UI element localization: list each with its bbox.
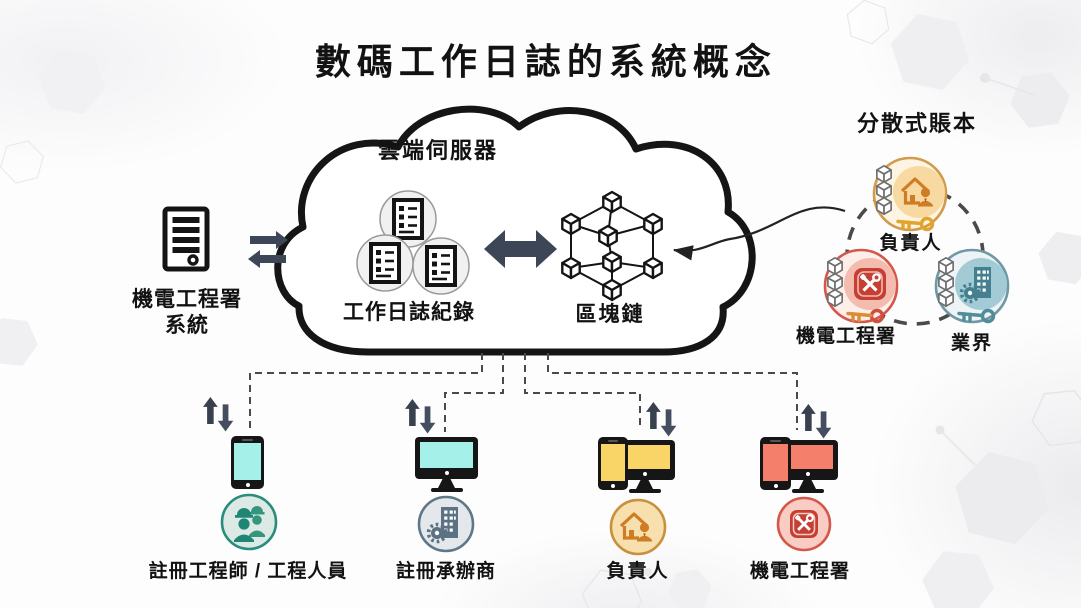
cloud-shape: [274, 105, 756, 356]
updown-arrows-icons: [203, 397, 832, 439]
curved-arrow: [672, 206, 846, 261]
updown-arrows-icon: [203, 397, 234, 432]
sync-arrows-icon: [248, 231, 288, 268]
house-person-key-icon: [876, 164, 935, 232]
ledger-node-industry: [934, 248, 1010, 324]
device-label-contractor: 註冊承辦商: [395, 561, 497, 582]
emsd-system-label-line2: 系統: [165, 314, 209, 337]
worklog-label: 工作日誌紀錄: [343, 301, 475, 324]
device-label-owner: 負責人: [606, 561, 670, 582]
emsd-system-label-line1: 機電工程署: [132, 288, 242, 311]
house-person-icon: [609, 498, 667, 556]
device-label-emsd: 機電工程署: [749, 561, 851, 582]
device-label-engineers: 註冊工程師 / 工程人員: [148, 561, 348, 582]
construction-workers-icon: [220, 493, 278, 551]
building-gear-key-icon: [938, 256, 996, 324]
updown-arrows-icon: [801, 404, 832, 439]
ledger-node-owner: [872, 156, 948, 232]
ledger-title: 分散式賬本: [856, 111, 978, 136]
device-smartphone: [231, 436, 264, 489]
tools-icon: [776, 496, 832, 552]
device-monitor: [415, 437, 478, 495]
device-phone-monitor-owner: [598, 437, 678, 495]
cloud-server-label: 雲端伺服器: [377, 138, 499, 163]
dashed-connectors: [249, 353, 798, 432]
device-phone-monitor-emsd: [760, 437, 840, 495]
bidirectional-arrow-icon: [484, 230, 557, 268]
building-gear-icon: [417, 495, 475, 553]
page-title: 數碼工作日誌的系統概念: [314, 41, 777, 82]
server-tower-icon: [162, 206, 210, 272]
tools-key-icon: [827, 256, 886, 324]
blockchain-icon: [561, 190, 663, 302]
ledger-node-emsd: [823, 248, 899, 324]
ledger-node-industry-label: 業界: [950, 333, 994, 354]
ledger-node-emsd-label: 機電工程署: [795, 326, 897, 347]
updown-arrows-icon: [646, 402, 677, 437]
ledger-node-owner-label: 負責人: [879, 233, 943, 254]
updown-arrows-icon: [405, 399, 436, 434]
blockchain-label: 區塊鏈: [575, 303, 645, 326]
